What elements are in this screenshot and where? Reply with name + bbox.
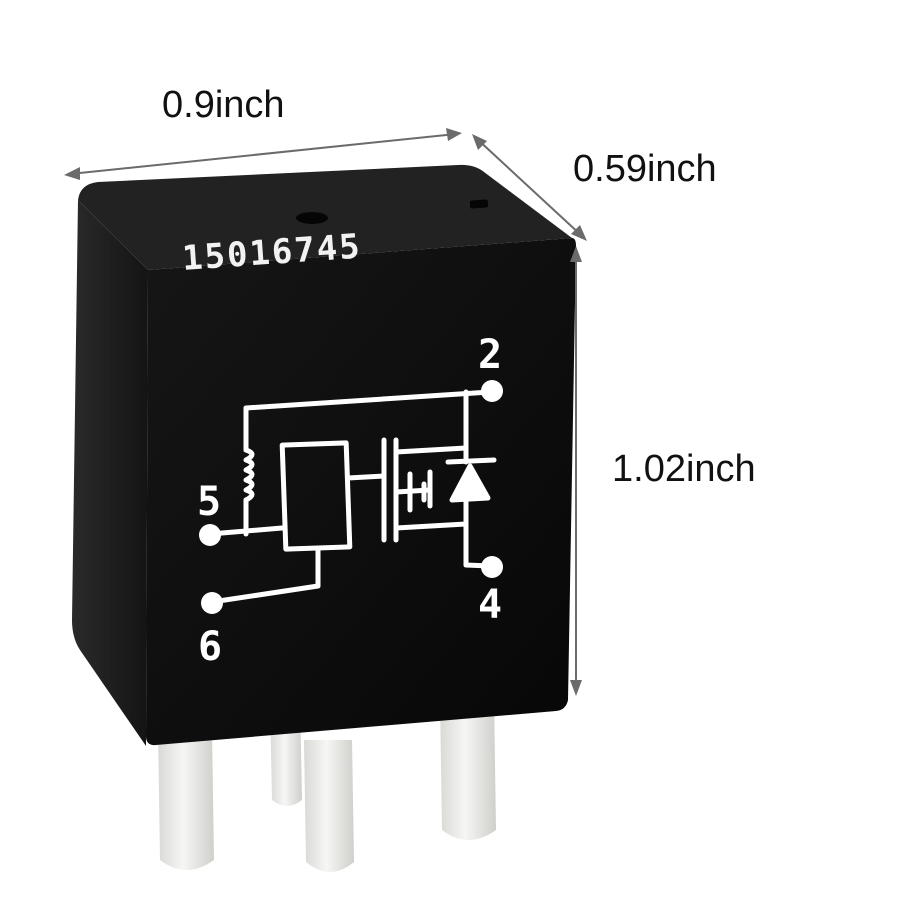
pin-label-2: 2: [478, 332, 502, 378]
relay-pins: [158, 700, 496, 872]
pin-label-5: 5: [197, 479, 221, 525]
circuit-schematic: [207, 389, 497, 605]
relay-side-face: [72, 200, 148, 746]
depth-arrow: [475, 137, 583, 237]
terminal-pin2: [481, 380, 503, 402]
terminal-pin6: [201, 592, 223, 614]
terminal-pin4: [481, 556, 503, 578]
terminal-dots: [199, 380, 503, 614]
coil-symbol: [243, 447, 255, 503]
relay-top-notch: [469, 199, 489, 209]
height-dimension-label: 1.02inch: [612, 448, 756, 490]
depth-dimension-label: 0.59inch: [573, 148, 717, 190]
pin-front-right: [440, 700, 496, 840]
pin-front-middle: [304, 740, 354, 872]
pin-label-4: 4: [478, 582, 502, 628]
width-arrow: [69, 133, 457, 175]
dimension-arrows: [64, 128, 587, 696]
relay-top-hole: [296, 212, 328, 224]
width-dimension-label: 0.9inch: [162, 84, 285, 126]
pin-label-6: 6: [198, 624, 222, 670]
pin-front-left: [158, 730, 214, 870]
diode-symbol: [449, 463, 491, 503]
terminal-pin5: [199, 524, 221, 546]
pin-labels: 2 5 6 4: [197, 332, 502, 670]
relay-body: [72, 164, 576, 746]
relay-front-face: [146, 238, 576, 746]
